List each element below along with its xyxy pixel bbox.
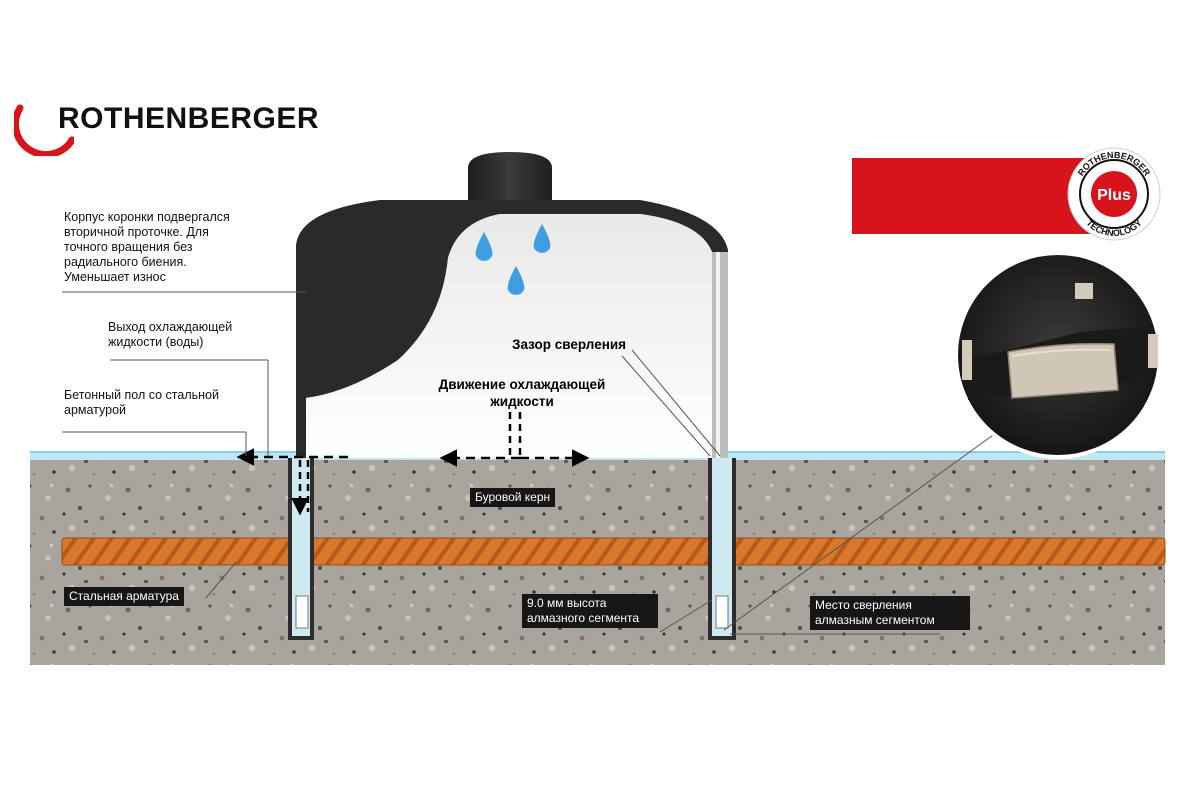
coolant-outlet-label: Выход охлаждающей жидкости (воды) bbox=[108, 320, 233, 349]
coolant-motion-label: Движение охлаждающей жидкости bbox=[438, 377, 606, 409]
crown-body-note: Корпус коронки подвергался вторичной про… bbox=[64, 210, 230, 284]
drilling-gap-label: Зазор сверления bbox=[512, 337, 627, 352]
water-drop-icon bbox=[507, 266, 525, 295]
coolant-flow-arrows bbox=[236, 412, 590, 516]
logo-arc-icon bbox=[14, 104, 74, 156]
steel-rebar bbox=[61, 537, 1166, 566]
rothenberger-plus-badge: ROTHENBERGER TECHNOLOGY Plus bbox=[1067, 147, 1161, 241]
rothenberger-logo: ROTHENBERGER bbox=[14, 96, 374, 156]
crown-body bbox=[296, 200, 728, 458]
badge-center-text: Plus bbox=[1097, 187, 1131, 204]
core-label: Буровой керн bbox=[470, 488, 556, 507]
steel-rebar-label: Стальная арматура bbox=[64, 587, 184, 606]
logo-text: ROTHENBERGER bbox=[58, 102, 320, 135]
drill-point-label: Место сверления алмазным сегментом bbox=[810, 596, 970, 630]
water-drop-icon bbox=[533, 224, 551, 253]
segment-height-label: 9.0 мм высота алмазного сегмента bbox=[522, 594, 658, 628]
concrete-floor-label: Бетонный пол со стальной арматурой bbox=[64, 388, 219, 417]
diamond-segment-zoom bbox=[954, 251, 1162, 459]
leader-lines bbox=[62, 291, 1001, 635]
crown-shaft bbox=[468, 152, 552, 200]
water-drop-icon bbox=[475, 232, 493, 261]
